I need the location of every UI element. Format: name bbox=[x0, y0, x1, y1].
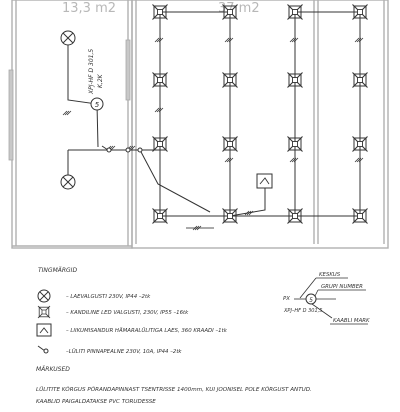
callout-num: 5 bbox=[309, 297, 313, 304]
motion-sensor-icon bbox=[36, 323, 52, 337]
circuit-callout-legend: KESKUS GRUPI NUMBER PX 5 XPJ–HF D 301,5 … bbox=[283, 272, 370, 325]
callout-keskus: KESKUS bbox=[319, 272, 341, 278]
room-left-label: 13,3 m2 bbox=[62, 1, 116, 16]
callout-cable: XPJ–HF D 301,5 bbox=[283, 308, 322, 314]
led-light-icon bbox=[37, 305, 51, 319]
circuit-cable-text: XPJ-HF D 301,5 bbox=[88, 49, 95, 95]
circuit-number: 5 bbox=[95, 101, 100, 109]
sensor-box-icon bbox=[256, 173, 273, 189]
legend-title: TINGMÄRGID bbox=[38, 267, 77, 274]
ceiling-light-icon bbox=[60, 174, 76, 190]
legend-item-motion-sensor: – LIIKUMISANDUR HÄMARALÜLITIGA LAES, 360… bbox=[66, 327, 228, 334]
ceiling-light-icon bbox=[60, 30, 76, 46]
legend-item-ceiling-light: – LAEVALGUSTI 230V, IP44 –2tk bbox=[66, 294, 151, 300]
notes-line-2: KAABLID PAIGALDATAKSE PVC TORUDESSE bbox=[36, 399, 156, 405]
ceiling-light-icon bbox=[37, 289, 51, 303]
notes-line-1: LÜLITITE KÕRGUS PÕRANDAPINNAST TSENTRISS… bbox=[36, 386, 312, 393]
wall-switch-icon bbox=[101, 145, 143, 153]
legend-item-wall-switch: –LÜLITI PINNAPEALNE 230V, 10A, IP44 –2tk bbox=[66, 348, 182, 355]
circuit-callout: 5 XPJ-HF D 301,5 K,2K bbox=[88, 49, 104, 111]
legend-item-led-light: – KANDILINE LED VALGUSTI, 230V, IP55 –16… bbox=[66, 310, 189, 316]
callout-px: PX bbox=[283, 296, 290, 302]
wall-switch-icon bbox=[37, 345, 49, 354]
notes-title: MÄRKUSED bbox=[36, 366, 70, 373]
wiring bbox=[67, 11, 361, 229]
circuit-sub-text: K,2K bbox=[97, 73, 104, 88]
walls bbox=[8, 0, 389, 249]
callout-kaabli: KAABLI MARK bbox=[333, 318, 370, 324]
callout-grupi: GRUPI NUMBER bbox=[321, 284, 363, 290]
